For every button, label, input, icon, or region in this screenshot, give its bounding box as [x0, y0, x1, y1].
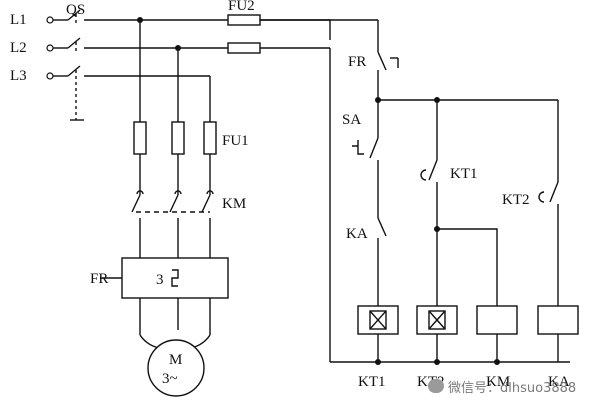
coil-label-km: KM — [486, 374, 510, 390]
branch-to-km-coil — [437, 228, 498, 306]
power-phase-wires — [139, 20, 211, 122]
ka-contact — [377, 217, 387, 306]
label-kt1-contact: KT1 — [450, 166, 478, 182]
coil-kt1 — [357, 305, 399, 362]
label-fr-contact: FR — [348, 54, 366, 70]
label-l3: L3 — [10, 68, 27, 84]
fuse-fu1 — [133, 121, 217, 155]
wechat-icon — [428, 379, 444, 393]
sa-switch — [352, 100, 379, 218]
thermal-element-symbol — [171, 269, 179, 287]
coil-label-kt1: KT1 — [358, 374, 386, 390]
junction-bottom-kt1 — [375, 359, 381, 365]
terminal-l1 — [46, 16, 54, 24]
fuse-fu2 — [227, 14, 261, 54]
label-fu1: FU1 — [222, 133, 249, 149]
terminal-l2 — [46, 44, 54, 52]
watermark-text: 微信号：dlhsuo3888 — [448, 380, 577, 396]
kt2-contact — [538, 100, 559, 306]
junction-bottom-kt2 — [434, 359, 440, 365]
terminal-l3 — [46, 72, 54, 80]
label-qs: QS — [66, 2, 85, 18]
motor-m — [147, 339, 205, 397]
label-l2: L2 — [10, 40, 27, 56]
overload-box-count: 3 — [156, 272, 164, 288]
contactor-km-contacts — [131, 190, 214, 258]
coil-ka — [537, 305, 579, 362]
label-fu2: FU2 — [228, 0, 255, 14]
kt1-contact — [420, 100, 438, 306]
power-phase-wires-2 — [139, 154, 211, 195]
fr-nc-contact — [377, 51, 399, 100]
label-km: KM — [222, 196, 246, 212]
watermark: 微信号：dlhsuo3888 — [428, 375, 598, 397]
main-switch-qs — [53, 9, 330, 121]
coil-kt2 — [416, 305, 458, 362]
label-kt2-contact: KT2 — [502, 192, 530, 208]
control-feed-wires — [329, 20, 570, 363]
label-fr: FR — [90, 271, 108, 287]
coil-label-ka: KA — [548, 374, 570, 390]
junction-bottom-km — [494, 359, 500, 365]
label-ka-contact: KA — [346, 226, 368, 242]
motor-phase: 3~ — [162, 371, 178, 387]
label-sa: SA — [342, 112, 361, 128]
motor-label: M — [169, 352, 182, 368]
coil-km — [476, 305, 518, 362]
label-l1: L1 — [10, 12, 27, 28]
